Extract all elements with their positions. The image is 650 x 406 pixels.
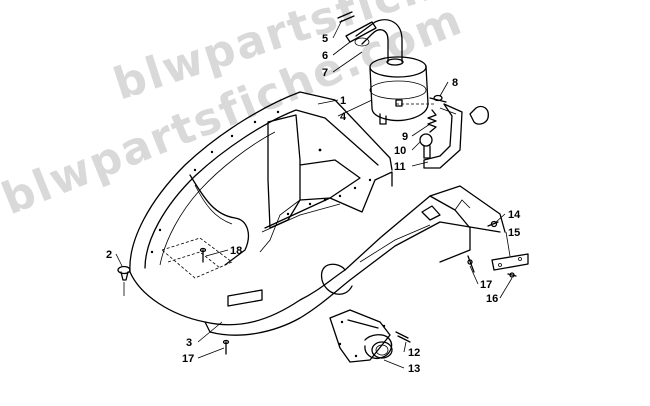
watermark: blwpartsfiche.com blwpartsfiche.com: [0, 0, 591, 225]
callout-5: 5: [322, 33, 328, 45]
callout-labels: 5 6 7 8 1 4 9 10 11 14 15 18 2 17 16 3 1…: [106, 33, 521, 375]
callout-9: 9: [402, 131, 408, 143]
callout-8: 8: [452, 77, 458, 89]
callout-6: 6: [322, 50, 328, 62]
callout-7: 7: [322, 67, 328, 79]
callout-14: 14: [508, 209, 521, 221]
callout-17-right: 17: [480, 279, 492, 291]
side-plate: [467, 220, 529, 278]
callout-15: 15: [508, 227, 520, 239]
belly-pan: [129, 91, 506, 336]
callout-11: 11: [394, 161, 406, 173]
leader-lines: [115, 19, 513, 369]
callout-4: 4: [340, 111, 347, 123]
callout-2: 2: [106, 249, 112, 261]
callout-12: 12: [408, 347, 420, 359]
exhaust-boot: [329, 309, 411, 363]
callout-17-left: 17: [182, 353, 194, 365]
muffler-assembly: [337, 11, 429, 125]
callout-13: 13: [408, 363, 420, 375]
callout-18: 18: [230, 245, 242, 257]
callout-3: 3: [186, 337, 192, 349]
callout-10: 10: [394, 145, 406, 157]
rivets: [117, 247, 230, 355]
callout-1: 1: [340, 95, 346, 107]
callout-16: 16: [486, 293, 498, 305]
mount-bracket: [396, 94, 489, 169]
